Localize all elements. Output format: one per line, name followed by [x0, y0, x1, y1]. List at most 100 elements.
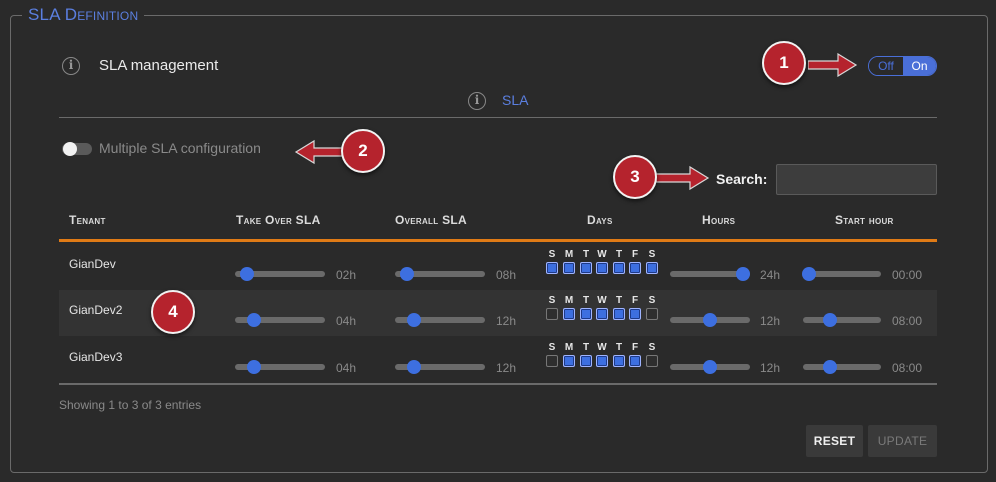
day-letter: F: [631, 342, 639, 353]
toggle-off-option[interactable]: Off: [869, 57, 903, 75]
day-checkbox[interactable]: [546, 308, 558, 320]
start-hour-slider[interactable]: [803, 360, 881, 374]
day-letter: S: [548, 342, 556, 353]
overall-slider[interactable]: [395, 360, 485, 374]
slider-thumb[interactable]: [247, 360, 261, 374]
search-label: Search:: [716, 171, 768, 187]
slider-thumb[interactable]: [247, 313, 261, 327]
sla-tab[interactable]: SLA: [502, 92, 529, 108]
day-column: W: [595, 295, 609, 320]
day-checkbox[interactable]: [629, 262, 641, 274]
slider-thumb[interactable]: [240, 267, 254, 281]
slider-thumb[interactable]: [400, 267, 414, 281]
day-checkbox[interactable]: [546, 355, 558, 367]
divider: [59, 117, 937, 118]
column-header-take-over-sla[interactable]: Take Over SLA: [236, 213, 321, 227]
overall-value: 08h: [496, 268, 517, 282]
day-checkbox[interactable]: [546, 262, 558, 274]
day-checkbox[interactable]: [596, 355, 608, 367]
start-hour-slider[interactable]: [802, 267, 881, 281]
day-checkbox[interactable]: [629, 308, 641, 320]
day-letter: T: [615, 342, 623, 353]
day-letter: M: [564, 249, 574, 260]
slider-thumb[interactable]: [823, 360, 837, 374]
slider-thumb[interactable]: [407, 360, 421, 374]
overall-slider[interactable]: [395, 267, 485, 281]
table-info: Showing 1 to 3 of 3 entries: [59, 398, 202, 412]
day-checkbox[interactable]: [646, 262, 658, 274]
update-button[interactable]: UPDATE: [868, 425, 937, 457]
take-over-value: 04h: [336, 314, 357, 328]
day-column: S: [645, 295, 659, 320]
slider-thumb[interactable]: [802, 267, 816, 281]
day-checkbox[interactable]: [613, 308, 625, 320]
day-checkbox[interactable]: [596, 262, 608, 274]
day-letter: T: [582, 249, 590, 260]
callout-badge-1: 1: [762, 41, 806, 85]
day-letter: T: [615, 295, 623, 306]
slider-thumb[interactable]: [703, 313, 717, 327]
day-column: F: [628, 295, 642, 320]
day-checkbox[interactable]: [580, 262, 592, 274]
column-header-hours[interactable]: Hours: [702, 213, 736, 227]
start-hour-slider[interactable]: [803, 313, 881, 327]
hours-value: 12h: [760, 314, 781, 328]
slider-thumb[interactable]: [736, 267, 750, 281]
day-letter: S: [648, 249, 656, 260]
overall-value: 12h: [496, 314, 517, 328]
day-checkbox[interactable]: [580, 308, 592, 320]
start-hour-value: 00:00: [892, 268, 923, 282]
day-checkbox[interactable]: [646, 355, 658, 367]
column-header-start-hour[interactable]: Start hour: [835, 213, 894, 227]
hours-value: 24h: [760, 268, 781, 282]
take-over-slider[interactable]: [235, 267, 325, 281]
multiple-sla-label: Multiple SLA configuration: [99, 140, 261, 156]
sla-management-label: SLA management: [99, 57, 219, 74]
tenant-name: GianDev3: [69, 350, 123, 364]
search-input[interactable]: [776, 164, 937, 195]
slider-thumb[interactable]: [703, 360, 717, 374]
hours-slider[interactable]: [670, 313, 750, 327]
day-checkbox[interactable]: [613, 355, 625, 367]
day-checkbox[interactable]: [563, 308, 575, 320]
day-column: T: [612, 295, 626, 320]
hours-slider[interactable]: [670, 360, 750, 374]
day-column: T: [612, 249, 626, 274]
slider-thumb[interactable]: [823, 313, 837, 327]
toggle-on-option[interactable]: On: [903, 57, 936, 75]
sla-definition-panel: [10, 15, 988, 473]
day-letter: W: [597, 249, 607, 260]
info-icon[interactable]: i: [62, 57, 80, 75]
day-column: T: [579, 295, 593, 320]
day-checkbox[interactable]: [596, 308, 608, 320]
day-column: S: [645, 342, 659, 367]
sla-management-toggle[interactable]: Off On: [868, 56, 937, 76]
hours-slider[interactable]: [670, 267, 750, 281]
day-checkbox[interactable]: [629, 355, 641, 367]
hours-value: 12h: [760, 361, 781, 375]
day-checkbox[interactable]: [563, 355, 575, 367]
multiple-sla-toggle[interactable]: [62, 142, 92, 156]
day-checkbox[interactable]: [613, 262, 625, 274]
day-letter: W: [597, 342, 607, 353]
day-letter: T: [582, 295, 590, 306]
callout-arrow-3: [656, 165, 710, 191]
take-over-slider[interactable]: [235, 313, 325, 327]
take-over-value: 02h: [336, 268, 357, 282]
day-checkbox[interactable]: [646, 308, 658, 320]
callout-arrow-1: [808, 53, 858, 77]
day-column: S: [545, 342, 559, 367]
column-header-days[interactable]: Days: [587, 213, 613, 227]
tenant-name: GianDev2: [69, 303, 123, 317]
take-over-slider[interactable]: [235, 360, 325, 374]
overall-slider[interactable]: [395, 313, 485, 327]
column-header-overall-sla[interactable]: Overall SLA: [395, 213, 467, 227]
day-checkbox[interactable]: [580, 355, 592, 367]
info-icon[interactable]: i: [468, 92, 486, 110]
slider-thumb[interactable]: [407, 313, 421, 327]
reset-button[interactable]: RESET: [806, 425, 863, 457]
day-checkbox[interactable]: [563, 262, 575, 274]
column-header-tenant[interactable]: Tenant: [69, 213, 106, 227]
